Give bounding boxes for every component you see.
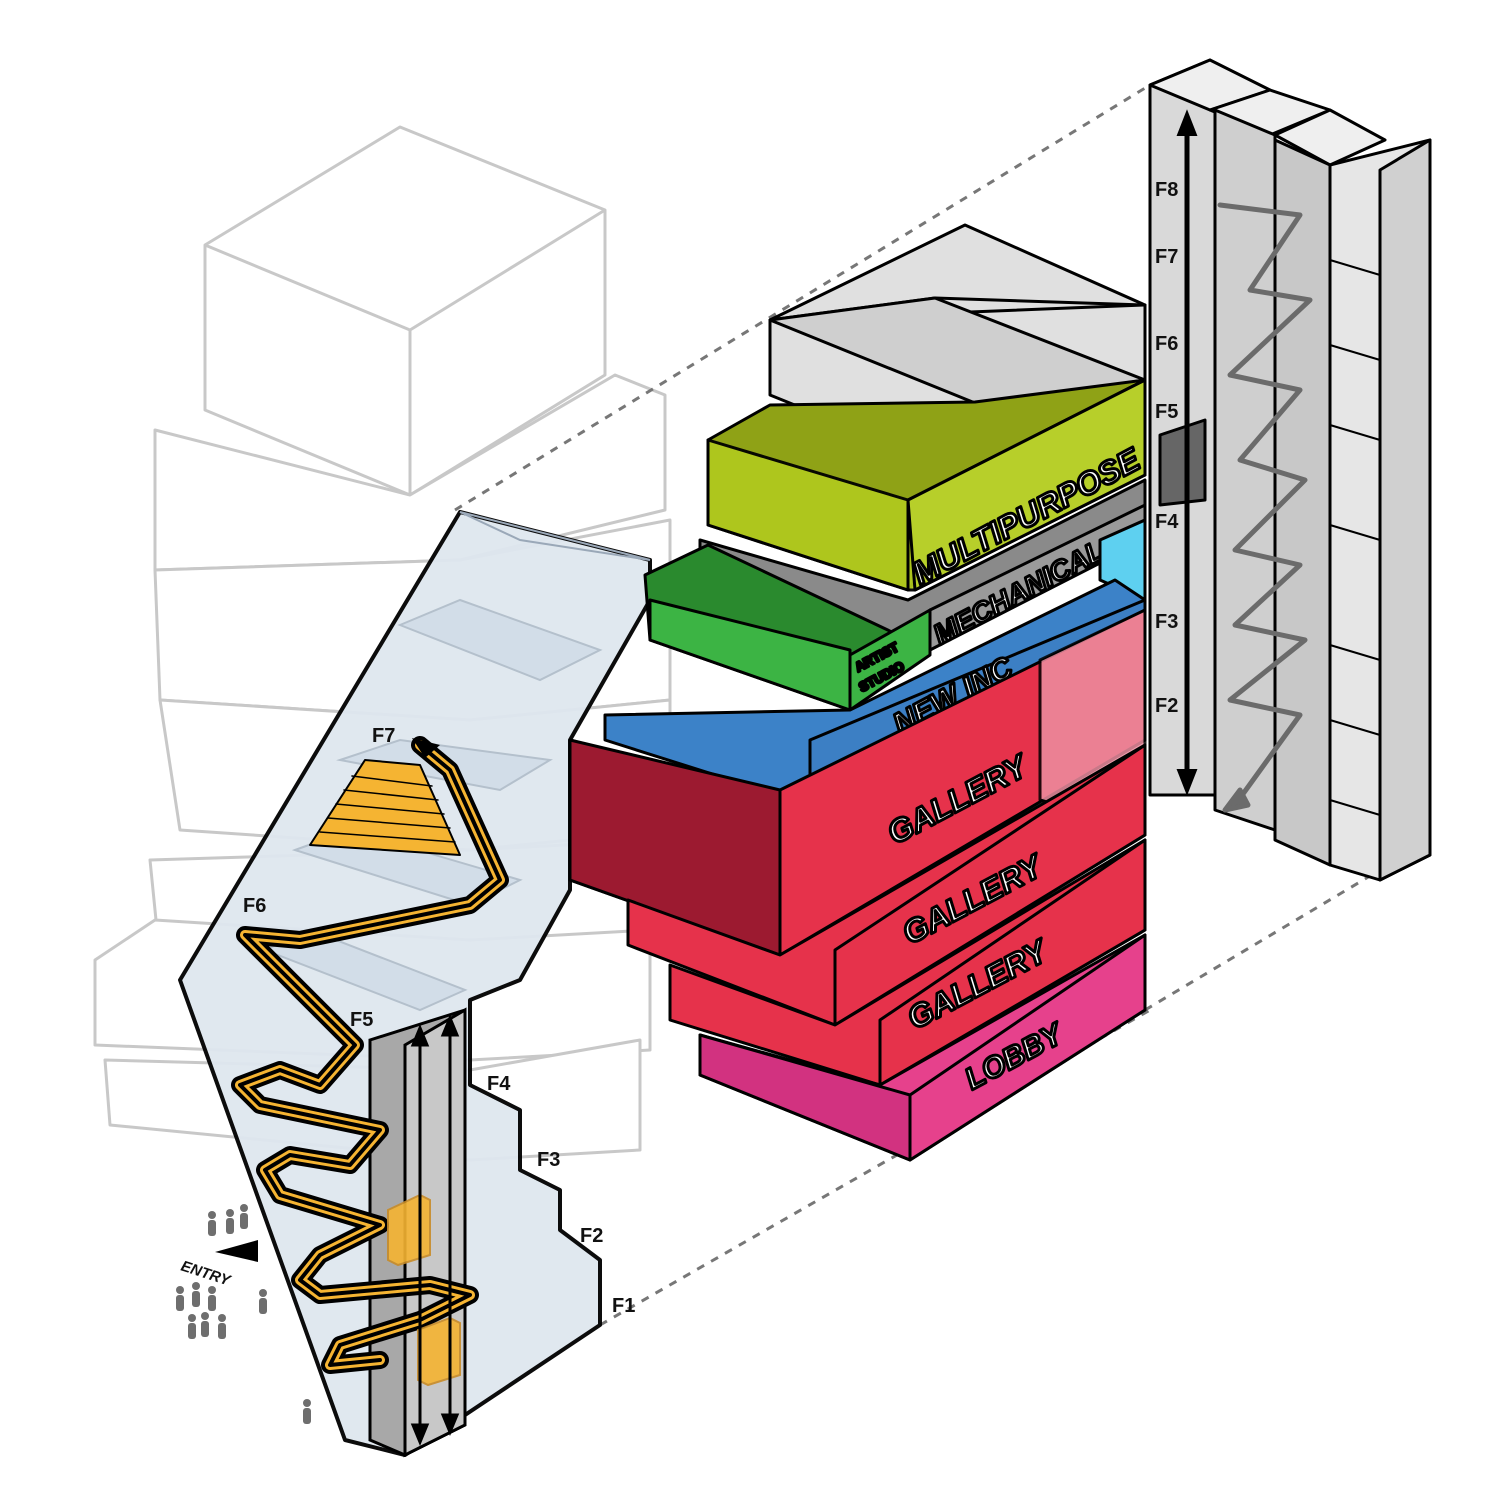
core-floor-labels: F8 F7 F6 F5 F4 F3 F2 bbox=[1155, 179, 1179, 717]
section-floor-label: F7 bbox=[372, 725, 395, 747]
section-floor-label: F3 bbox=[537, 1149, 560, 1171]
vertical-core bbox=[1148, 58, 1432, 882]
person-icon bbox=[188, 1314, 196, 1339]
person-icon bbox=[240, 1204, 248, 1229]
core-floor-label: F8 bbox=[1155, 179, 1178, 201]
section-floor-label: F2 bbox=[580, 1225, 603, 1247]
stair-arrow-icon bbox=[412, 738, 440, 758]
section-floor-label: F1 bbox=[612, 1295, 635, 1317]
section-floor-label: F5 bbox=[350, 1009, 373, 1031]
person-icon bbox=[192, 1282, 200, 1307]
person-icon bbox=[208, 1286, 216, 1311]
core-floor-label: F5 bbox=[1155, 401, 1178, 423]
people-silhouettes bbox=[176, 1204, 311, 1424]
person-icon bbox=[176, 1286, 184, 1311]
section-floor-label: F4 bbox=[487, 1073, 511, 1095]
program-stack: MULTIPURPOSE MECHANICAL ARTIST STUDIO NE… bbox=[568, 223, 1149, 1162]
person-icon bbox=[201, 1312, 209, 1337]
person-icon bbox=[208, 1211, 216, 1236]
core-floor-label: F6 bbox=[1155, 333, 1178, 355]
section-floor-label: F6 bbox=[243, 895, 266, 917]
core-floor-label: F2 bbox=[1155, 695, 1178, 717]
entry-arrow-icon bbox=[215, 1240, 258, 1262]
core-floor-label: F7 bbox=[1155, 246, 1178, 268]
person-icon bbox=[226, 1209, 234, 1234]
stair-path bbox=[231, 736, 509, 1374]
core-stair-path bbox=[1217, 202, 1313, 813]
entry-label: ENTRY bbox=[179, 1258, 234, 1290]
person-icon bbox=[303, 1399, 311, 1424]
core-floor-label: F3 bbox=[1155, 611, 1178, 633]
person-icon bbox=[259, 1289, 267, 1314]
section-floor-labels: F1 F2 F3 F4 F5 F6 F7 bbox=[243, 725, 635, 1317]
core-floor-label: F4 bbox=[1155, 511, 1179, 533]
core-elevator-arrow bbox=[1176, 109, 1198, 796]
person-icon bbox=[218, 1314, 226, 1339]
elevator-arrows bbox=[410, 1014, 460, 1446]
